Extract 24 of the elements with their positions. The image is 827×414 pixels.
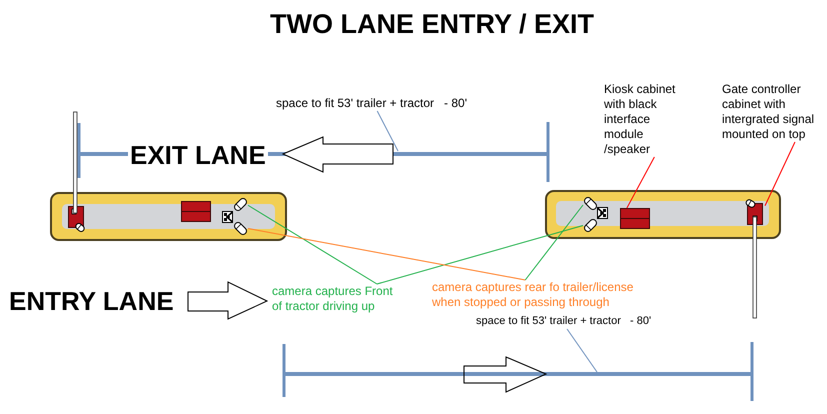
camera-icon xyxy=(233,221,248,236)
leader-line xyxy=(248,228,526,280)
camera-icon xyxy=(233,197,248,212)
traffic-island xyxy=(545,190,781,239)
traffic-island xyxy=(50,192,287,241)
leader-line xyxy=(376,225,584,284)
leader-line xyxy=(524,204,584,280)
diagram-title: TWO LANE ENTRY / EXIT xyxy=(270,8,594,40)
callout-text: Kiosk cabinet with black interface module /speaker xyxy=(604,82,688,157)
dimension-label: space to fit 53' trailer + tractor - 80' xyxy=(476,314,652,329)
leader-line xyxy=(764,142,796,206)
dimension-label: space to fit 53' trailer + tractor - 80' xyxy=(276,96,467,111)
camera-icon xyxy=(583,196,598,211)
lane-label: ENTRY LANE xyxy=(9,287,174,317)
leader-line xyxy=(248,204,378,284)
leader-line xyxy=(376,110,398,152)
kiosk-cabinet xyxy=(620,208,650,229)
kiosk-cabinet xyxy=(181,201,211,222)
camera-icon xyxy=(583,218,598,233)
annotation-text: camera captures rear fo trailer/license when stopped or passing through xyxy=(432,280,654,310)
leader-line xyxy=(566,328,598,372)
annotation-text: camera captures Front of tractor driving up xyxy=(272,284,404,314)
gate-controller-cabinet xyxy=(66,205,86,232)
callout-text: Gate controller cabinet with intergrated signal mounted on top xyxy=(722,82,818,142)
